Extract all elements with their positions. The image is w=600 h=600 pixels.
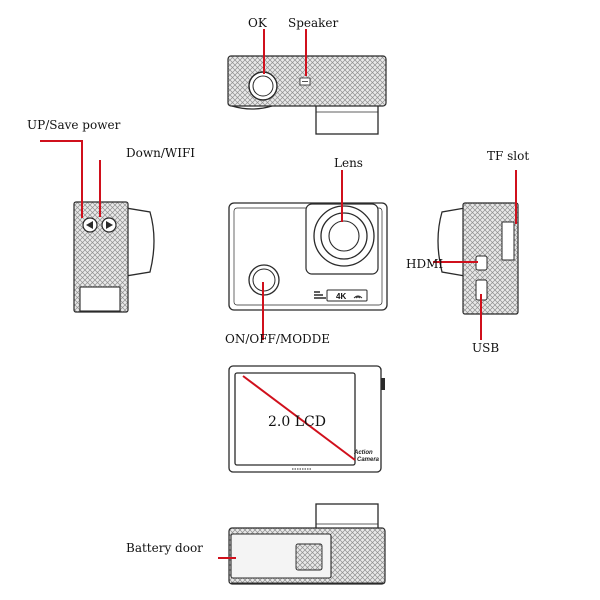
camera-top-view <box>227 55 387 135</box>
back-branding-line1: Action <box>353 450 373 456</box>
callout-labels: OK Speaker UP/Save power Down/WIFI Lens … <box>27 16 529 555</box>
left-side-door <box>79 286 121 312</box>
down-button-icon <box>101 217 117 233</box>
badge-4k-text: 4K <box>336 292 346 301</box>
label-ok: OK <box>248 16 268 30</box>
label-on-off-mode: ON/OFF/MODDE <box>225 332 330 346</box>
back-branding-line2: Camera <box>357 457 380 463</box>
ok-button-icon <box>248 71 278 101</box>
label-hdmi: HDMI <box>406 257 443 271</box>
label-lcd: 2.0 LCD <box>268 414 326 430</box>
up-button-icon <box>82 217 98 233</box>
left-side-lens-bump <box>125 207 155 277</box>
label-battery-door: Battery door <box>126 541 203 555</box>
right-side-lens-bump <box>437 207 466 277</box>
label-down-wifi: Down/WIFI <box>126 146 195 160</box>
power-mode-button-icon <box>248 264 280 296</box>
label-tf-slot: TF slot <box>487 149 529 163</box>
label-speaker: Speaker <box>288 16 339 30</box>
camera-right-side-view <box>437 202 519 315</box>
leader-up-save-power <box>40 140 83 218</box>
speaker-icon <box>299 77 311 86</box>
leader-lines <box>40 29 517 559</box>
lens-icon <box>305 203 379 275</box>
leader-lcd <box>242 375 356 461</box>
label-usb: USB <box>472 341 499 355</box>
lcd-screen <box>234 372 356 466</box>
camera-front-view: 4K <box>228 202 388 311</box>
top-view-mount <box>315 101 379 135</box>
tf-slot <box>501 221 515 261</box>
label-up-save-power: UP/Save power <box>27 118 121 132</box>
label-lens: Lens <box>334 156 363 170</box>
resolution-badge: 4K <box>314 289 368 302</box>
camera-bottom-view <box>228 503 386 585</box>
wifi-icon <box>353 295 363 299</box>
camera-left-side-view <box>73 201 155 313</box>
bottom-view-mount <box>315 503 379 533</box>
camera-back-view: Action Camera <box>228 365 385 473</box>
